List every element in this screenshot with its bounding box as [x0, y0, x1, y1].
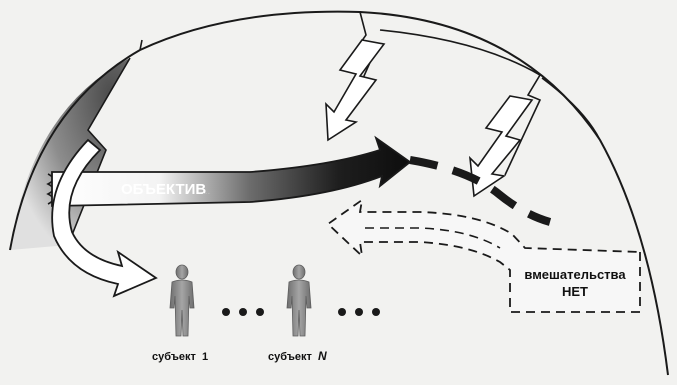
- arrow-label-tail: ...: [202, 186, 210, 197]
- arrow-label: ОБЪЕКТИВ: [121, 181, 206, 198]
- subject-1-label: субъект 1: [152, 351, 208, 363]
- box-label-line1: вмешательства: [524, 267, 626, 282]
- main-arrow: [52, 138, 410, 206]
- ellipsis-dots: [222, 308, 264, 316]
- dashed-return-arrow: [328, 200, 640, 312]
- ellipsis-dots: [338, 308, 380, 316]
- person-icon: [287, 265, 311, 336]
- lightning-bolt-icon: [470, 96, 532, 196]
- lightning-bolt-icon: [326, 40, 384, 140]
- person-icon: [170, 265, 194, 336]
- subject-n-label: субъект N: [268, 349, 327, 363]
- box-label-line2: НЕТ: [562, 284, 588, 299]
